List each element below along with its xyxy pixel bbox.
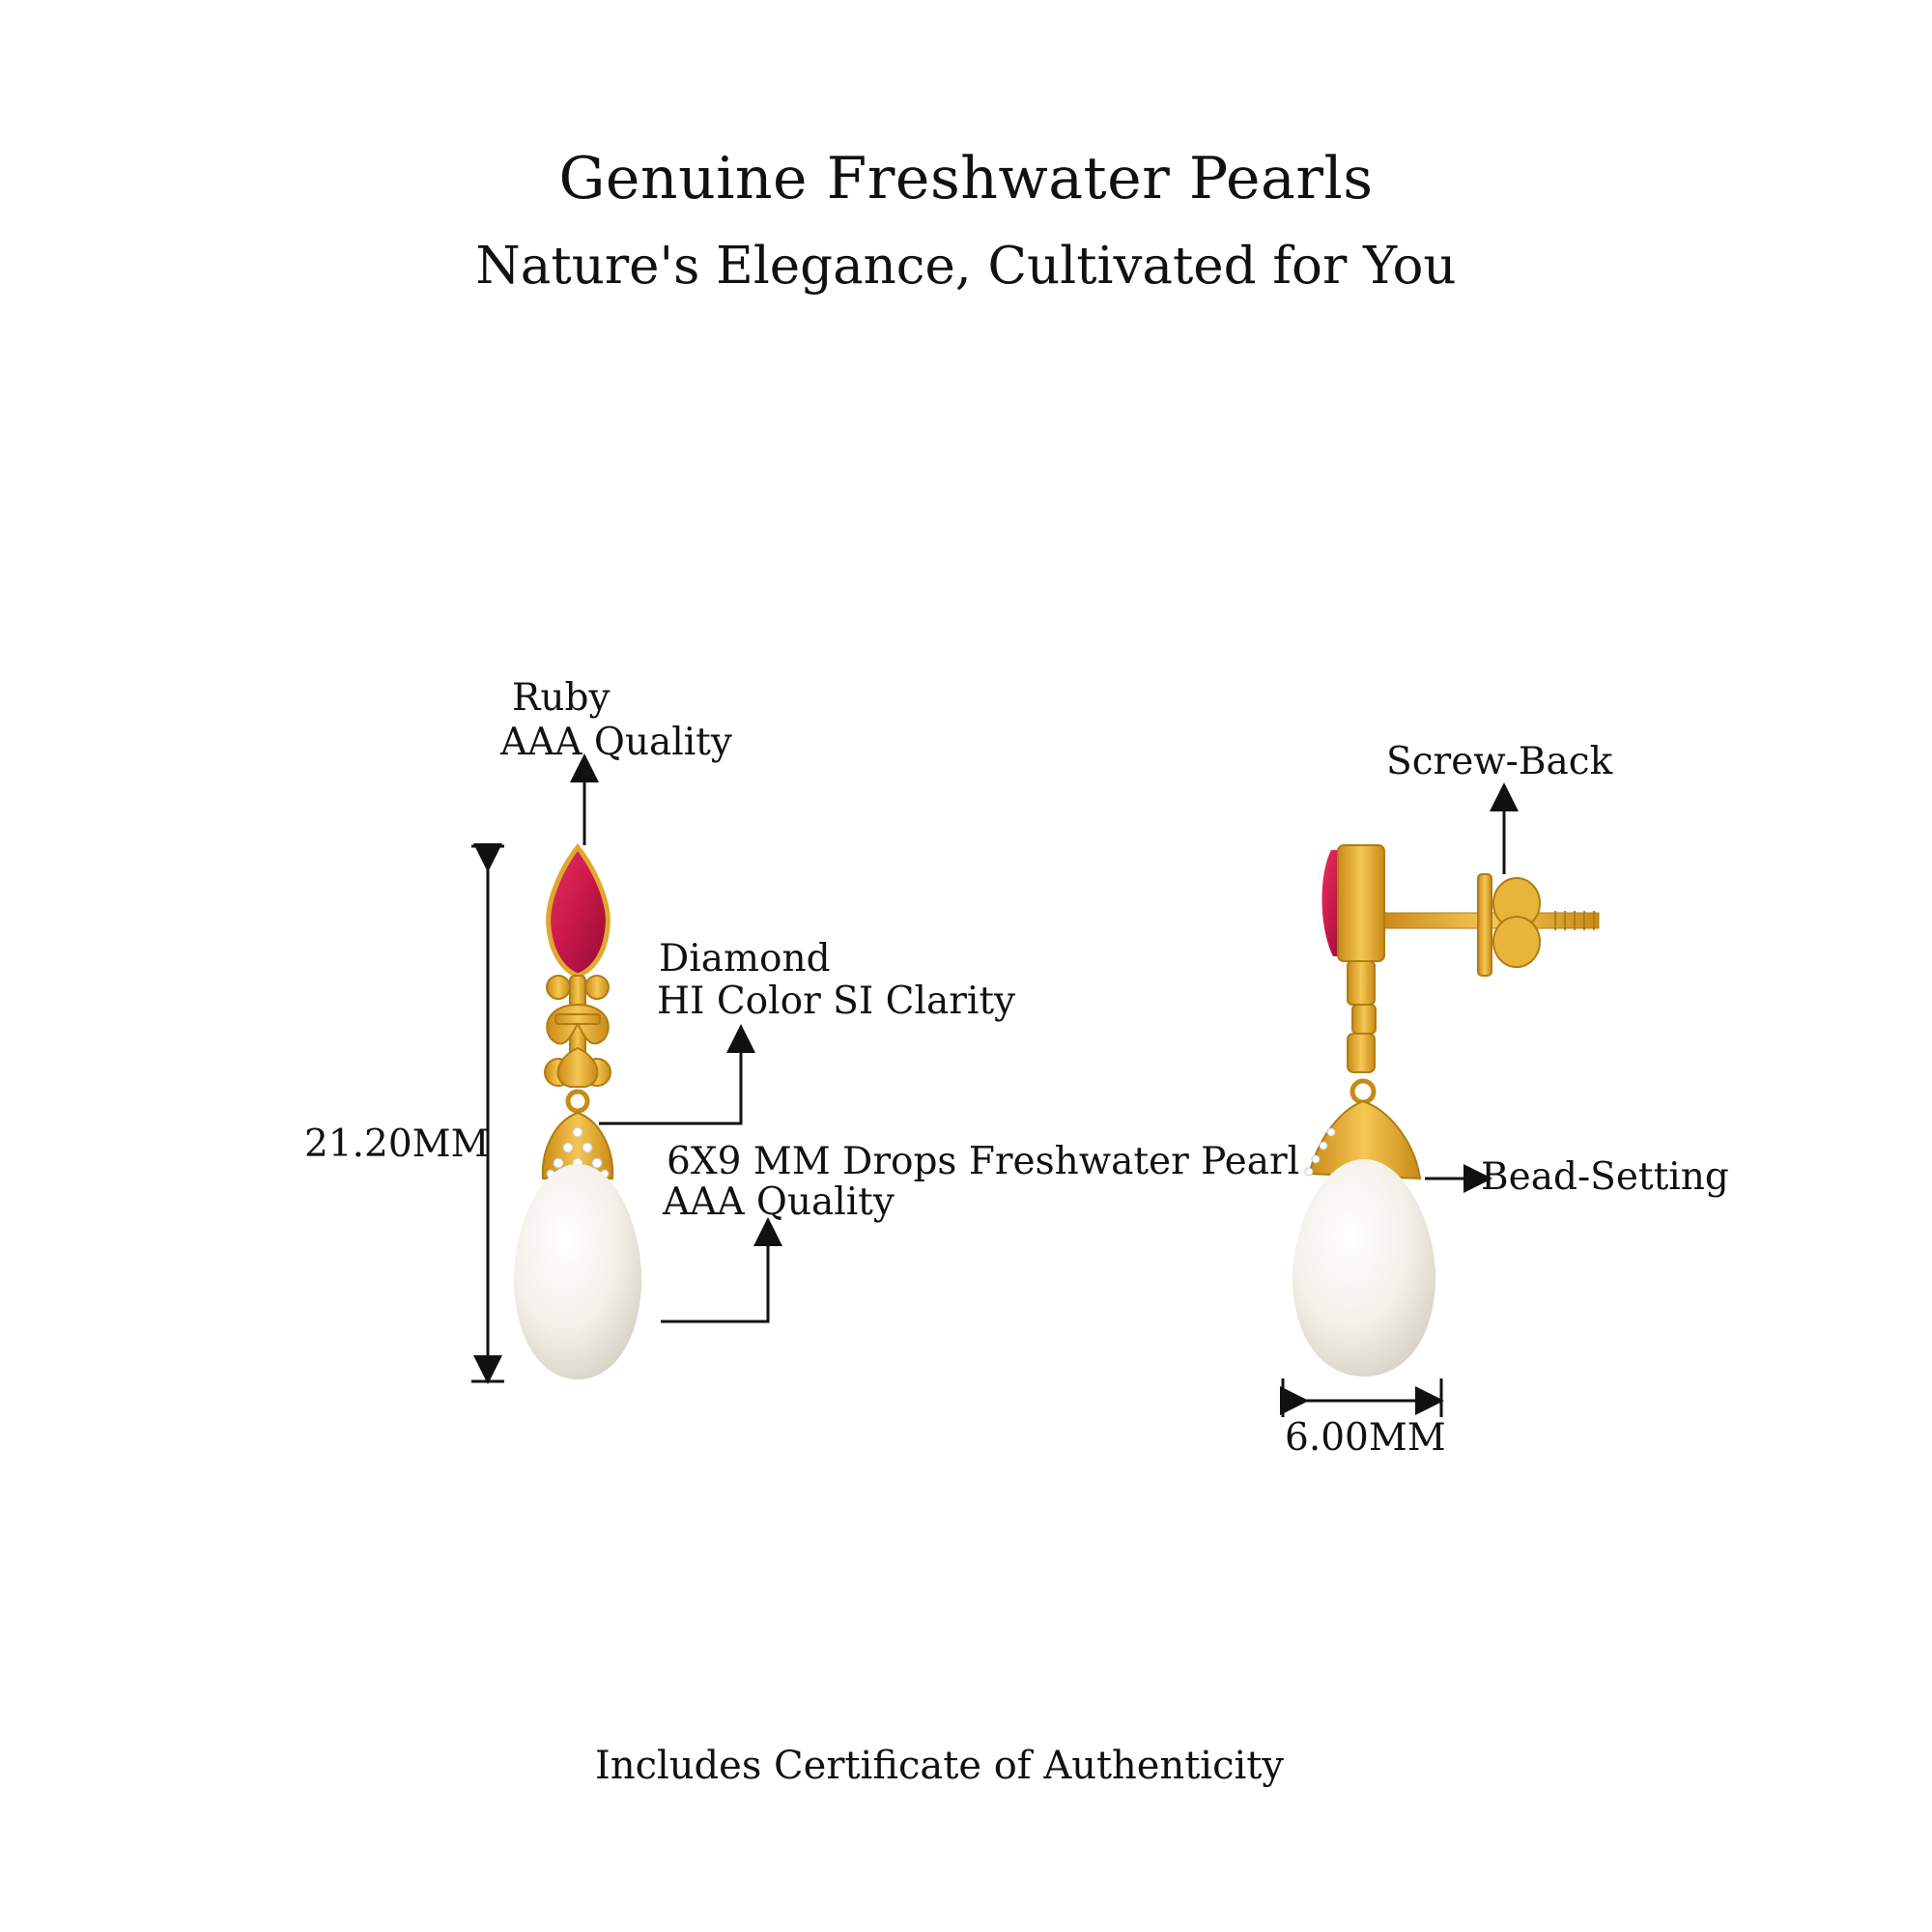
side-connector	[1347, 960, 1377, 1105]
diamond-spec-label: HI Color SI Clarity	[657, 980, 1016, 1023]
side-annotations	[1280, 782, 1519, 1417]
page-subtitle: Nature's Elegance, Cultivated for You	[475, 237, 1457, 296]
pearl-label: 6X9 MM Drops Freshwater Pearl	[667, 1140, 1300, 1183]
certificate-note: Includes Certificate of Authenticity	[595, 1744, 1284, 1788]
bead-setting-label: Bead-Setting	[1481, 1155, 1729, 1199]
pearl-drop	[513, 1164, 642, 1379]
side-diamonds	[1304, 1127, 1336, 1177]
bezel-setting	[1337, 844, 1385, 962]
ruby-label: Ruby	[512, 676, 611, 720]
front-annotations	[471, 753, 782, 1384]
page-title: Genuine Freshwater Pearls	[558, 145, 1374, 213]
side-earring	[1292, 844, 1600, 1377]
screw-back-nut	[1477, 873, 1492, 977]
ruby-stone	[546, 842, 611, 979]
gold-fleur-connector	[544, 975, 611, 1114]
front-earring	[513, 842, 642, 1379]
height-measurement: 21.20MM	[304, 1122, 490, 1166]
ruby-quality-label: AAA Quality	[500, 721, 732, 764]
screw-threads	[1554, 911, 1595, 930]
screw-back-label: Screw-Back	[1386, 740, 1613, 783]
diamond-label: Diamond	[659, 937, 831, 980]
pearl-side	[1292, 1159, 1436, 1377]
pearl-quality-label: AAA Quality	[663, 1180, 895, 1224]
width-measurement: 6.00MM	[1285, 1416, 1446, 1460]
